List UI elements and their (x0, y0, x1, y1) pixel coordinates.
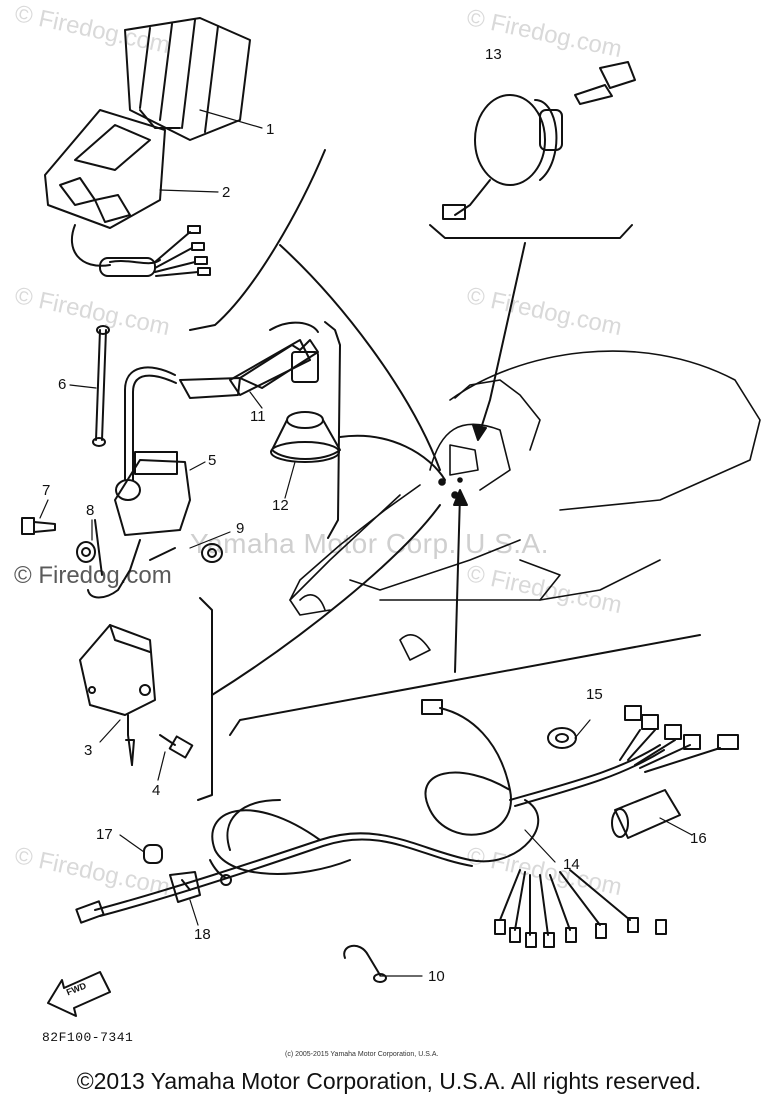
callout-16: 16 (690, 830, 707, 847)
leader-line (279, 244, 441, 471)
callout-15: 15 (586, 686, 603, 703)
callout-1: 1 (266, 121, 275, 138)
part-11-plug-cap (229, 321, 319, 396)
callout-14: 14 (563, 856, 580, 873)
callout-5: 5 (208, 452, 217, 469)
small-copyright: (c) 2005-2015 Yamaha Motor Corporation, … (285, 1051, 439, 1058)
part-2-cdi-unit (44, 109, 211, 277)
group-bracket (429, 224, 633, 239)
part-7-screw (21, 517, 56, 535)
leader-line (211, 504, 441, 696)
part-13-main-switch (442, 61, 636, 220)
callout-2: 2 (222, 184, 231, 201)
part-10-band (343, 944, 387, 983)
group-bracket (197, 597, 213, 801)
callout-12: 12 (272, 497, 289, 514)
part-5-ignition-coil (87, 339, 319, 599)
part-9-nut (201, 543, 223, 563)
part-12-cap-cover (270, 411, 341, 463)
part-3-regulator (79, 624, 156, 766)
copyright-notice: ©2013 Yamaha Motor Corporation, U.S.A. A… (76, 1068, 702, 1094)
callout-8: 8 (86, 502, 95, 519)
callout-3: 3 (84, 742, 93, 759)
part-code: 82F100-7341 (42, 1030, 134, 1045)
part-16-cap (611, 789, 681, 839)
center-watermark: Yamaha Motor Corp. U.S.A. (190, 528, 549, 559)
vehicle-body (289, 350, 761, 661)
group-bracket (189, 149, 326, 331)
leader-line (454, 494, 461, 673)
callout-4: 4 (152, 782, 161, 799)
part-14-wire-harness (75, 699, 739, 948)
callout-18: 18 (194, 926, 211, 943)
leader-line (339, 434, 446, 481)
arrow-head (472, 424, 487, 441)
part-17-sleeve (143, 844, 163, 864)
part-15-grommet (547, 727, 577, 749)
part-4-bolt (159, 734, 194, 759)
leader-line (477, 242, 526, 439)
part-8-washer (76, 519, 103, 576)
callout-17: 17 (96, 826, 113, 843)
callout-10: 10 (428, 968, 445, 985)
fwd-arrow (47, 971, 111, 1017)
callout-11: 11 (250, 408, 266, 425)
callout-7: 7 (42, 482, 51, 499)
group-bracket (324, 321, 341, 539)
callout-leaders (39, 109, 693, 977)
callout-13: 13 (485, 46, 502, 63)
callout-9: 9 (236, 520, 245, 537)
part-18-clamp (169, 871, 201, 903)
callout-6: 6 (58, 376, 67, 393)
group-bracket (229, 634, 701, 736)
watermark: © Firedog.com (14, 562, 172, 589)
part-6-holder (92, 325, 110, 447)
part-1-cover (124, 17, 251, 141)
